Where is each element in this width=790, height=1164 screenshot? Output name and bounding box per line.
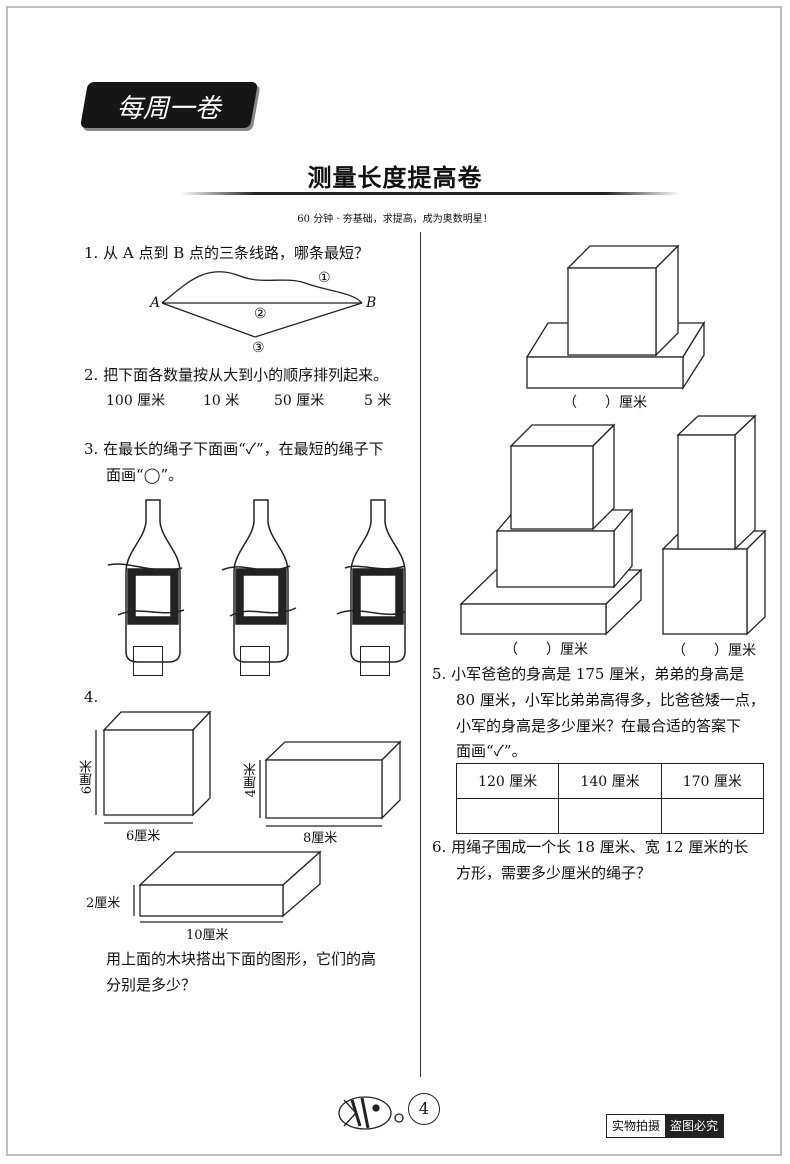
stackB-base-front bbox=[460, 603, 607, 635]
stackB-mid-front bbox=[496, 530, 615, 588]
point-a-label: A bbox=[150, 295, 161, 311]
stack-c-answer[interactable]: （ ）厘米 bbox=[672, 643, 756, 659]
answer-box-bottle-1[interactable] bbox=[133, 646, 163, 676]
box2-width-label: 8厘米 bbox=[303, 831, 338, 846]
option-cell: 120 厘米 bbox=[455, 763, 560, 799]
stackC-tall-front bbox=[677, 434, 736, 550]
stackC-box-side bbox=[746, 529, 766, 636]
question-6-line-1: 6. 用绳子围成一个长 18 厘米、宽 12 厘米的长 bbox=[432, 838, 749, 856]
route-1-label: ① bbox=[318, 270, 331, 286]
answer-box-bottle-2[interactable] bbox=[240, 646, 270, 676]
question-4-number: 4. bbox=[84, 688, 99, 706]
page-title: 测量长度提高卷 bbox=[307, 164, 483, 192]
option-cell: 140 厘米 bbox=[558, 763, 662, 799]
page-frame bbox=[6, 6, 782, 1156]
box2-top bbox=[264, 741, 402, 761]
stackA-base-front bbox=[526, 356, 684, 389]
check-cell[interactable] bbox=[455, 798, 560, 834]
title-underline bbox=[180, 192, 680, 195]
cube-front bbox=[103, 729, 194, 816]
stack-a-answer[interactable]: （ ）厘米 bbox=[563, 395, 647, 411]
stack-b-answer[interactable]: （ ）厘米 bbox=[504, 642, 588, 658]
bottle-2 bbox=[221, 499, 297, 663]
q2-item: 50 厘米 bbox=[274, 393, 325, 409]
route-figure bbox=[161, 271, 363, 338]
question-6-line-2: 方形，需要多少厘米的绳子？ bbox=[456, 864, 652, 882]
answer-box-bottle-3[interactable] bbox=[360, 646, 390, 676]
route-2-label: ② bbox=[254, 306, 267, 322]
bottle-3 bbox=[336, 499, 406, 663]
answer-table: 120 厘米 140 厘米 170 厘米 bbox=[455, 763, 765, 834]
cube-top bbox=[102, 711, 212, 731]
tag-copyright: 盗图必究 bbox=[665, 1115, 724, 1137]
question-3-line-2: 面画“◯”。 bbox=[106, 466, 184, 484]
slab-height-label: 2厘米 bbox=[86, 896, 121, 911]
question-5-line-3: 小军的身高是多少厘米？在最合适的答案下 bbox=[456, 717, 742, 735]
question-1-text: 1. 从 A 点到 B 点的三条线路，哪条最短？ bbox=[84, 244, 370, 262]
stackC-tall-side bbox=[734, 414, 756, 551]
q2-item: 5 米 bbox=[364, 393, 392, 409]
bottle-1 bbox=[107, 499, 185, 663]
stack-figures bbox=[459, 244, 767, 636]
q2-item: 100 厘米 bbox=[106, 393, 166, 409]
table-row bbox=[455, 798, 765, 834]
stackA-cube-front bbox=[567, 267, 657, 356]
question-4-line-1: 用上面的木块搭出下面的图形，它们的高 bbox=[106, 950, 377, 968]
watermark-tags: 实物拍摄 盗图必究 bbox=[606, 1114, 725, 1138]
box2-height-label: 4厘米 bbox=[244, 763, 259, 798]
check-cell[interactable] bbox=[660, 798, 765, 834]
slab-front bbox=[139, 884, 284, 917]
column-divider bbox=[420, 232, 421, 1077]
option-cell: 170 厘米 bbox=[660, 763, 765, 799]
question-4-line-2: 分别是多少？ bbox=[106, 976, 197, 994]
stackB-cube-front bbox=[510, 445, 594, 530]
check-cell[interactable] bbox=[558, 798, 662, 834]
page-number: 4 bbox=[408, 1093, 440, 1125]
route-3-path bbox=[161, 302, 363, 338]
point-b-label: B bbox=[366, 295, 377, 311]
route-3-label: ③ bbox=[252, 340, 265, 356]
route-1-path bbox=[161, 271, 363, 304]
question-5-line-1: 5. 小军爸爸的身高是 175 厘米，弟弟的身高是 bbox=[432, 665, 745, 683]
bottles bbox=[107, 499, 406, 663]
question-5-line-2: 80 厘米，小军比弟弟高得多，比爸爸矮一点， bbox=[456, 691, 765, 709]
cube-height-label: 6厘米 bbox=[80, 760, 95, 795]
question-2-text: 2. 把下面各数量按从大到小的顺序排列起来。 bbox=[84, 366, 389, 384]
cube-width-label: 6厘米 bbox=[126, 829, 161, 844]
fish-logo bbox=[338, 1096, 404, 1130]
page-subtitle: 60 分钟 · 夯基础，求提高，成为奥数明星！ bbox=[297, 214, 493, 225]
tag-photo: 实物拍摄 bbox=[612, 1119, 661, 1133]
stackC-box-front bbox=[662, 548, 748, 635]
q4-blocks bbox=[95, 710, 402, 923]
question-3-line-1: 3. 在最长的绳子下面画“✓”，在最短的绳子下 bbox=[84, 440, 384, 458]
q2-item: 10 米 bbox=[203, 393, 240, 409]
cube-side bbox=[192, 710, 211, 817]
box2-front bbox=[265, 759, 383, 819]
table-row: 120 厘米 140 厘米 170 厘米 bbox=[455, 763, 765, 799]
question-5-line-4: 面画“✓”。 bbox=[456, 742, 527, 760]
slab-width-label: 10厘米 bbox=[186, 928, 229, 943]
